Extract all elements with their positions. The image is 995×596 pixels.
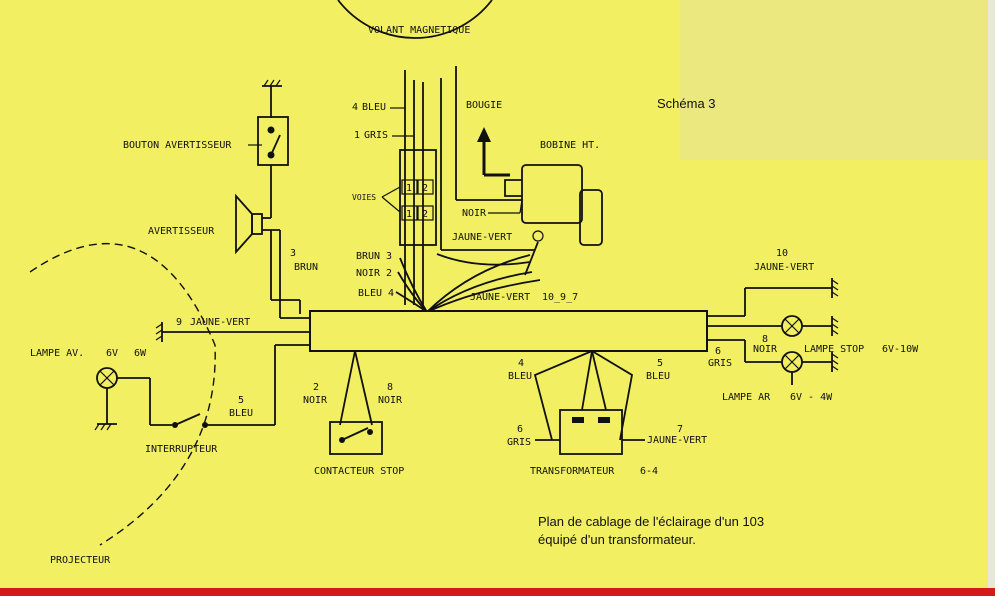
svg-text:1: 1	[406, 209, 412, 220]
transformateur-ratio: 6-4	[640, 466, 658, 477]
lampe-ar-rating: 6V - 4W	[790, 392, 833, 403]
lampe-av-watt: 6W	[134, 348, 147, 359]
t-bleu4-color: BLEU	[508, 371, 532, 382]
w1-color: GRIS	[364, 130, 388, 141]
bougie-label: BOUGIE	[466, 100, 502, 111]
connector-cell-1b	[401, 205, 418, 221]
connector-cell-1a	[401, 179, 418, 195]
t-gris6-color: GRIS	[507, 437, 531, 448]
lampe-stop-label: LAMPE STOP	[804, 344, 864, 355]
t-bleu5-color: BLEU	[646, 371, 670, 382]
svg-text:2: 2	[422, 209, 428, 220]
avert-num: 3	[290, 248, 296, 259]
lampe-av-volt: 6V	[106, 348, 118, 359]
lampe-stop-rating: 6V-10W	[882, 344, 919, 355]
jv-group-nums: 10_9_7	[542, 292, 578, 303]
jv9-num: 9	[176, 317, 182, 328]
jv9-color: JAUNE-VERT	[190, 317, 250, 328]
noir2-color: NOIR	[356, 268, 381, 279]
main-harness	[309, 310, 708, 352]
svg-text:1: 1	[406, 183, 412, 194]
w4-num: 4	[352, 102, 358, 113]
contacteur-label: CONTACTEUR STOP	[314, 466, 404, 477]
flywheel-outline	[337, 0, 493, 39]
w1-num: 1	[354, 130, 360, 141]
bobine-label: BOBINE HT.	[540, 140, 600, 151]
jv-group-color: JAUNE-VERT	[470, 292, 530, 303]
diagram-title: Schéma 3	[657, 96, 716, 111]
coil-bracket	[579, 189, 603, 246]
transformateur-label: TRANSFORMATEUR	[530, 466, 615, 477]
t-bleu4-num: 4	[518, 358, 524, 369]
caption-line-2: équipé d'un transformateur.	[538, 532, 696, 547]
noir2-num: 2	[386, 268, 392, 279]
stop-noir8-num: 8	[387, 382, 393, 393]
interrupteur-label: INTERRUPTEUR	[145, 444, 218, 455]
bleu5-color: BLEU	[229, 408, 253, 419]
avertisseur-label: AVERTISSEUR	[148, 226, 215, 237]
connector-housing	[399, 149, 437, 246]
bleu4-color: BLEU	[358, 288, 382, 299]
svg-text:2: 2	[422, 183, 428, 194]
jv-bobine-label: JAUNE-VERT	[452, 232, 512, 243]
connector-cell-2b	[417, 205, 434, 221]
voies-label: VOIES	[352, 193, 376, 202]
t-jv7-num: 7	[677, 424, 683, 435]
brun3-color: BRUN	[356, 251, 380, 262]
page-margin	[988, 0, 995, 596]
connector-cell-2a	[417, 179, 434, 195]
lampe-av-label: LAMPE AV.	[30, 348, 84, 359]
projecteur-outline	[29, 242, 216, 546]
noir-bobine-label: NOIR	[462, 208, 487, 219]
t-bleu5-num: 5	[657, 358, 663, 369]
bleu4-num: 4	[388, 288, 394, 299]
faded-text-area	[680, 0, 995, 160]
coil-body	[521, 164, 583, 224]
r-noir8-num: 8	[762, 334, 768, 345]
stop-noir2-num: 2	[313, 382, 319, 393]
ht-arrow-icon	[477, 127, 491, 142]
r-jv10-color: JAUNE-VERT	[754, 262, 814, 273]
coil-ground-eye	[532, 230, 544, 242]
flywheel-label: VOLANT MAGNETIQUE	[368, 25, 470, 36]
coil-terminal	[504, 179, 522, 197]
bouton-label: BOUTON AVERTISSEUR	[123, 140, 232, 151]
lampe-ar-label: LAMPE AR	[722, 392, 771, 403]
t-jv7-color: JAUNE-VERT	[647, 435, 707, 446]
stop-noir2-color: NOIR	[303, 395, 328, 406]
interrupteur-switch	[174, 413, 201, 426]
transformateur	[559, 409, 623, 455]
red-border	[0, 588, 995, 596]
r-gris6-color: GRIS	[708, 358, 732, 369]
avert-color: BRUN	[294, 262, 318, 273]
caption-line-1: Plan de cablage de l'éclairage d'un 103	[538, 514, 764, 529]
brun3-num: 3	[386, 251, 392, 262]
w4-color: BLEU	[362, 102, 386, 113]
horn-button	[257, 116, 289, 166]
stop-noir8-color: NOIR	[378, 395, 403, 406]
t-gris6-num: 6	[517, 424, 523, 435]
r-jv10-num: 10	[776, 248, 788, 259]
projecteur-label: PROJECTEUR	[50, 555, 111, 566]
r-gris6-num: 6	[715, 346, 721, 357]
bleu5-num: 5	[238, 395, 244, 406]
r-noir8-color: NOIR	[753, 344, 778, 355]
contacteur-stop	[329, 421, 383, 455]
